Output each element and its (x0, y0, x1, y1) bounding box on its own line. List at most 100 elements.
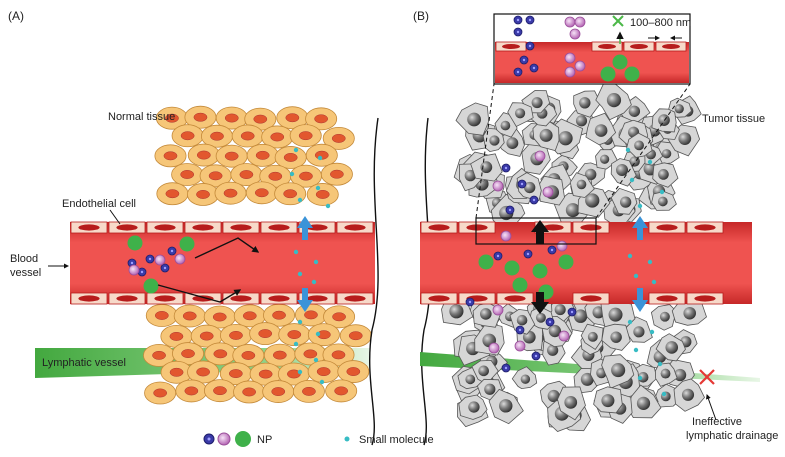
endothelial-nucleus (598, 43, 616, 50)
drainage-pointer (706, 394, 717, 421)
tumor-cell (470, 153, 503, 182)
tumor-nucleus (636, 396, 651, 410)
np-pink (488, 342, 500, 354)
normal-tissue-label: Normal tissue (108, 111, 175, 123)
np-pink (574, 60, 586, 72)
normal-nucleus (153, 388, 167, 398)
small-molecule (315, 185, 321, 191)
tumor-nucleus (610, 331, 622, 343)
normal-cell (231, 124, 264, 148)
np-blue-core (496, 254, 500, 258)
np-blue-core (516, 30, 520, 34)
tumor-tissue-label: Tumor tissue (702, 113, 765, 125)
normal-cell (187, 183, 220, 206)
np-green (512, 277, 528, 293)
normal-nucleus (285, 113, 300, 123)
normal-cell (249, 362, 282, 386)
normal-nucleus (242, 387, 256, 397)
small-molecule (647, 159, 653, 165)
normal-cell (306, 183, 339, 206)
np-pink (534, 150, 546, 162)
normal-nucleus (180, 131, 195, 141)
small-molecule (293, 147, 299, 153)
normal-nucleus (303, 349, 318, 359)
tumor-nucleus (531, 97, 543, 109)
endothelial-cell-label: Endothelial cell (62, 198, 136, 210)
normal-cell (171, 124, 204, 148)
endothelial-nucleus (116, 224, 138, 231)
tumor-nucleus (516, 314, 528, 326)
normal-cells-top (154, 105, 355, 206)
tumor-nucleus (587, 331, 598, 342)
endothelial-nucleus (154, 295, 176, 302)
np-blue-core (130, 261, 134, 265)
np-green (532, 263, 548, 279)
normal-cell (156, 182, 189, 206)
panel-b: (B) (413, 9, 778, 446)
small-molecule (289, 171, 295, 177)
np-blue-core (140, 270, 144, 274)
endothelial-row-top-b (420, 221, 724, 234)
tumor-nucleus (665, 341, 679, 354)
tumor-cell (600, 300, 636, 333)
small-molecule (651, 279, 657, 285)
np-blue-core (528, 44, 532, 48)
normal-nucleus (224, 151, 239, 161)
tumor-cells-bottom (441, 292, 707, 432)
np-green (600, 66, 616, 82)
zoom-line-right (595, 83, 691, 219)
blood-vessel-b (420, 221, 752, 305)
small-molecule (297, 319, 303, 325)
endothelial-nucleus (192, 295, 214, 302)
np-green (612, 54, 628, 70)
blood-vessel-label-line2: vessel (10, 267, 41, 279)
tumor-nucleus (620, 196, 632, 208)
tumor-cell (651, 191, 677, 211)
normal-nucleus (163, 151, 178, 161)
endothelial-nucleus (694, 295, 716, 302)
endothelial-nucleus (428, 224, 450, 231)
endothelial-nucleus (542, 224, 564, 231)
tumor-nucleus (674, 104, 684, 114)
normal-cell (249, 322, 282, 345)
normal-cell (289, 124, 322, 148)
tumor-cell (626, 132, 653, 158)
legend: NP Small molecule (203, 431, 434, 447)
tumor-cell (610, 158, 637, 187)
tumor-nucleus (601, 394, 615, 408)
tumor-nucleus (565, 203, 580, 218)
tumor-nucleus (658, 169, 669, 180)
endothelial-nucleus (78, 295, 100, 302)
normal-cell (262, 380, 295, 403)
tumor-nucleus (564, 396, 578, 409)
normal-cell (305, 107, 338, 131)
normal-cell (337, 360, 370, 383)
tumor-nucleus (683, 306, 696, 320)
np-blue-core (148, 257, 152, 261)
endothelial-nucleus (78, 224, 100, 231)
normal-cell (187, 360, 220, 384)
normal-nucleus (271, 387, 286, 396)
normal-nucleus (348, 331, 363, 341)
tumor-nucleus (464, 169, 477, 182)
normal-cell (219, 362, 252, 386)
normal-cell (261, 125, 294, 149)
small-molecule (637, 375, 643, 381)
normal-nucleus (165, 113, 179, 123)
endothelial-nucleus (466, 224, 488, 231)
tumor-nucleus (584, 168, 597, 181)
tumor-cell (482, 127, 505, 153)
normal-cells-bottom (143, 303, 372, 405)
endothelial-nucleus (580, 295, 602, 302)
tumor-nucleus (558, 131, 573, 146)
normal-cell (307, 360, 340, 384)
normal-cell (154, 144, 187, 168)
normal-cell (322, 343, 355, 367)
np-green (143, 278, 159, 294)
tumor-cell (532, 117, 560, 152)
small-molecule (315, 331, 321, 337)
np-pink (556, 240, 568, 252)
zoom-source-box (475, 217, 597, 245)
normal-cell (214, 181, 247, 205)
endothelial-nucleus (230, 295, 252, 302)
